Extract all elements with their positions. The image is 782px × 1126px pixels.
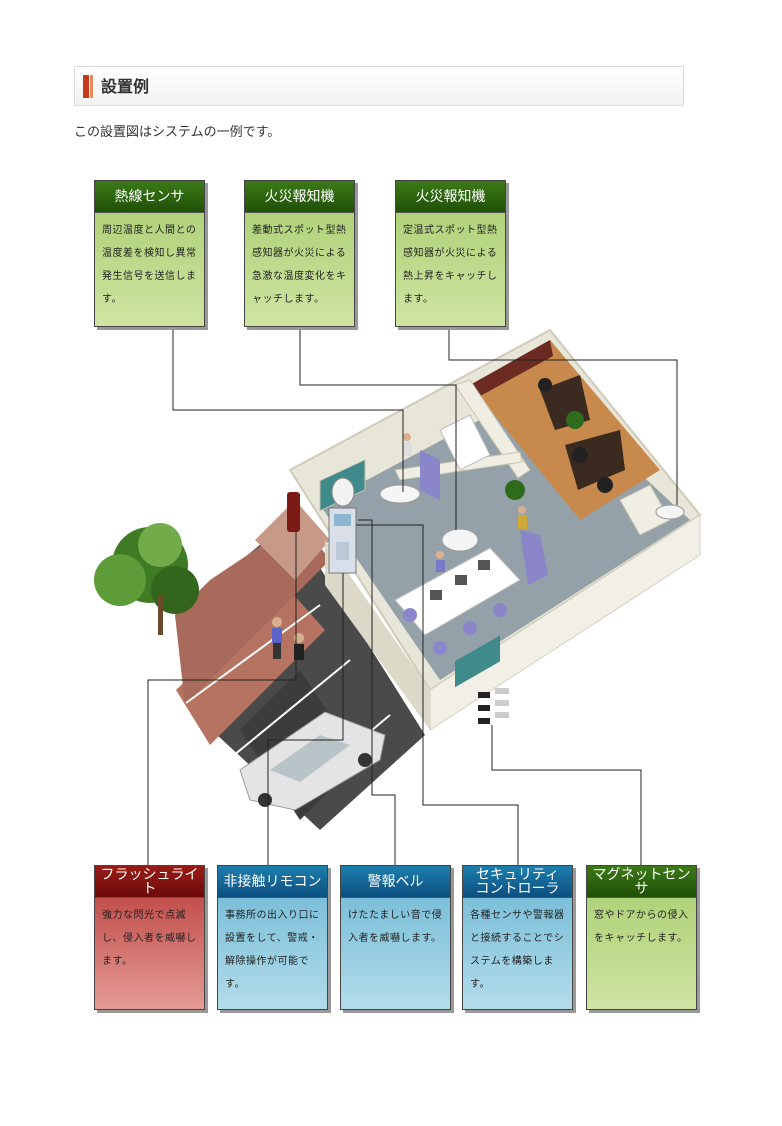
card-title: 火災報知機 <box>245 181 354 213</box>
card-title: 警報ベル <box>341 866 450 898</box>
parking-line <box>227 659 351 761</box>
connector-controller <box>356 524 519 865</box>
card-description: 周辺温度と人間との温度差を検知し異常発生信号を送信します。 <box>102 225 197 305</box>
flashlight-device <box>287 492 300 532</box>
card-description: 各種センサや警報器と接続することでシステムを構築します。 <box>470 910 565 990</box>
card-heat-sensor: 熱線センサ 周辺温度と人間との温度差を検知し異常発生信号を送信します。 <box>94 180 205 327</box>
card-description: 強力な閃光で点滅し、侵入者を威嚇します。 <box>102 910 197 967</box>
card-alarm-bell: 警報ベル けたたましい音で侵入者を威嚇します。 <box>340 865 451 1010</box>
card-flashlight: フラッシュライト 強力な閃光で点滅し、侵入者を威嚇します。 <box>94 865 205 1010</box>
card-description: 定温式スポット型熱感知器が火災による熱上昇をキャッチします。 <box>403 225 498 305</box>
card-description: 事務所の出入り口に設置をして、警戒・解除操作が可能です。 <box>225 910 320 990</box>
fire-detector-device <box>379 484 421 504</box>
fire-detector-device <box>441 528 479 552</box>
card-title: 熱線センサ <box>95 181 204 213</box>
connector-heat-sensor <box>172 328 404 492</box>
card-title: フラッシュライト <box>95 866 204 898</box>
heat-sensor-device <box>331 477 355 507</box>
header-accent-bar-light <box>90 75 93 98</box>
intro-text: この設置図はシステムの一例です。 <box>74 125 281 140</box>
section-header: 設置例 <box>74 66 684 106</box>
card-security-controller: セキュリティ コントローラ 各種センサや警報器と接続することでシステムを構築しま… <box>462 865 573 1010</box>
card-fire-detector-differential: 火災報知機 差動式スポット型熱感知器が火災による急激な温度変化をキャッチします。 <box>244 180 355 327</box>
connector-flashlight <box>147 532 297 865</box>
people <box>272 433 527 660</box>
devices <box>287 477 685 724</box>
header-accent-bar <box>83 75 89 98</box>
entrance-tiles <box>255 500 330 580</box>
tree <box>94 523 199 635</box>
fire-detector-device <box>655 504 685 520</box>
card-description: 差動式スポット型熱感知器が火災による急激な温度変化をキャッチします。 <box>252 225 347 305</box>
card-title: 非接触リモコン <box>218 866 327 898</box>
potted-plant <box>505 480 525 500</box>
card-title: 火災報知機 <box>396 181 505 213</box>
card-description: 窓やドアからの侵入をキャッチします。 <box>594 910 689 944</box>
card-contactless-remote: 非接触リモコン 事務所の出入り口に設置をして、警戒・解除操作が可能です。 <box>217 865 328 1010</box>
card-magnet-sensor: マグネットセンサ 窓やドアからの侵入をキャッチします。 <box>586 865 697 1010</box>
car <box>239 711 386 811</box>
connector-lines <box>147 328 678 865</box>
connector-fire-detector-2 <box>448 328 678 505</box>
magnet-sensor-devices <box>478 688 509 724</box>
connector-remote <box>267 573 344 865</box>
page-title: 設置例 <box>101 77 150 96</box>
potted-plant <box>566 411 584 429</box>
card-title: マグネットセンサ <box>587 866 696 898</box>
connector-magnet-sensor <box>491 725 642 865</box>
card-description: けたたましい音で侵入者を威嚇します。 <box>348 910 443 944</box>
card-fire-detector-fixed: 火災報知機 定温式スポット型熱感知器が火災による熱上昇をキャッチします。 <box>395 180 506 327</box>
connector-fire-detector-1 <box>299 328 457 530</box>
office-furniture <box>394 375 625 655</box>
parking-line <box>185 604 321 704</box>
connector-alarm-bell <box>358 519 396 865</box>
card-title: セキュリティ コントローラ <box>463 866 572 898</box>
